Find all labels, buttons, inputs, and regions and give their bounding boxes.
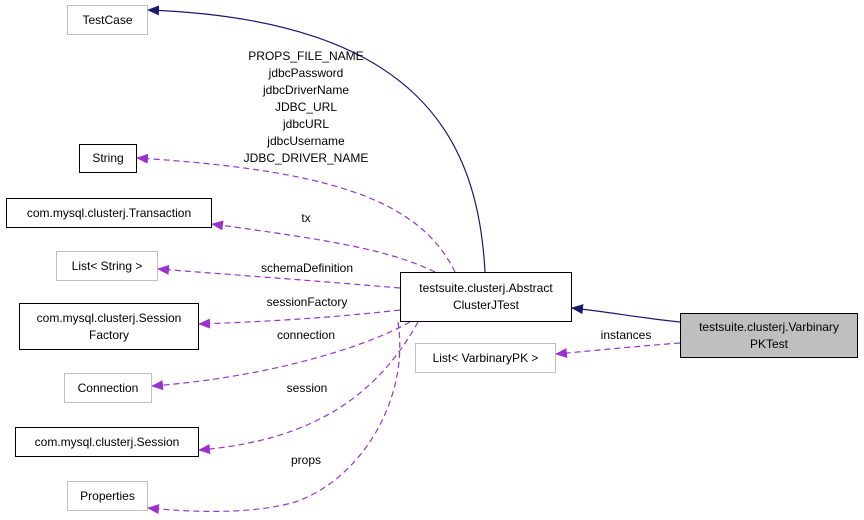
node-session-factory[interactable]: com.mysql.clusterj.Session Factory (19, 303, 199, 350)
edge-abstract-to-list-string (157, 264, 401, 289)
node-varbinary-line2: PKTest (749, 336, 788, 351)
edge-abstract-to-session-factory (198, 309, 401, 329)
edge-label-instances: instances (600, 328, 652, 342)
node-session-factory-line1: com.mysql.clusterj.Session (36, 310, 182, 325)
edge-abstract-to-string (136, 153, 456, 273)
field-label: jdbcUsername (267, 134, 345, 148)
edge-label-schema-definition: schemaDefinition (260, 261, 354, 275)
node-abstract-clusterj-test-text: testsuite.clusterj.Abstract ClusterJTest (419, 280, 552, 314)
node-testcase[interactable]: TestCase (67, 5, 148, 35)
node-session-label: com.mysql.clusterj.Session (34, 434, 180, 449)
field-label: jdbcDriverName (262, 83, 350, 97)
edge-label-session: session (286, 381, 328, 395)
node-list-string-label: List< String > (71, 258, 143, 273)
node-string-label: String (92, 151, 124, 165)
node-session[interactable]: com.mysql.clusterj.Session (15, 427, 199, 457)
node-varbinary-pk-test[interactable]: testsuite.clusterj.Varbinary PKTest (680, 313, 858, 358)
edge-label-connection: connection (276, 328, 336, 342)
edge-label-props: props (290, 453, 322, 467)
node-varbinary-line1: testsuite.clusterj.Varbinary (699, 319, 839, 334)
node-list-string[interactable]: List< String > (56, 251, 158, 281)
node-list-varbinary-pk[interactable]: List< VarbinaryPK > (415, 343, 556, 373)
edge-abstract-to-session (198, 321, 419, 455)
node-transaction[interactable]: com.mysql.clusterj.Transaction (6, 198, 212, 228)
node-varbinary-pk-test-text: testsuite.clusterj.Varbinary PKTest (699, 319, 839, 353)
node-properties-label: Properties (80, 488, 135, 503)
edge-label-string-fields: PROPS_FILE_NAME jdbcPassword jdbcDriverN… (244, 48, 369, 167)
node-string[interactable]: String (79, 144, 137, 173)
field-label: PROPS_FILE_NAME (248, 49, 364, 63)
node-abstract-clusterj-test[interactable]: testsuite.clusterj.Abstract ClusterJTest (400, 272, 572, 322)
edge-varbinary-to-list-pk (555, 342, 681, 358)
node-session-factory-text: com.mysql.clusterj.Session Factory (37, 310, 182, 344)
edge-abstract-to-properties (147, 321, 401, 515)
node-list-varbinary-pk-label: List< VarbinaryPK > (432, 350, 539, 365)
node-connection[interactable]: Connection (64, 373, 152, 403)
node-properties[interactable]: Properties (67, 481, 148, 511)
edge-label-session-factory: sessionFactory (266, 295, 348, 309)
edge-label-tx: tx (301, 211, 311, 225)
node-testcase-label: TestCase (82, 12, 133, 27)
node-session-factory-line2: Factory (88, 327, 129, 342)
edge-varbinary-to-abstract (571, 304, 681, 323)
node-abstract-line2: ClusterJTest (452, 298, 519, 312)
field-label: jdbcURL (282, 117, 330, 131)
node-connection-label: Connection (77, 380, 139, 395)
field-label: jdbcPassword (268, 66, 344, 80)
node-abstract-line1: testsuite.clusterj.Abstract (419, 281, 553, 295)
field-label: JDBC_DRIVER_NAME (243, 151, 369, 165)
field-label: JDBC_URL (274, 100, 338, 114)
edge-abstract-to-connection (151, 321, 411, 391)
edge-abstract-to-testcase (147, 5, 486, 273)
node-transaction-label: com.mysql.clusterj.Transaction (26, 205, 192, 220)
